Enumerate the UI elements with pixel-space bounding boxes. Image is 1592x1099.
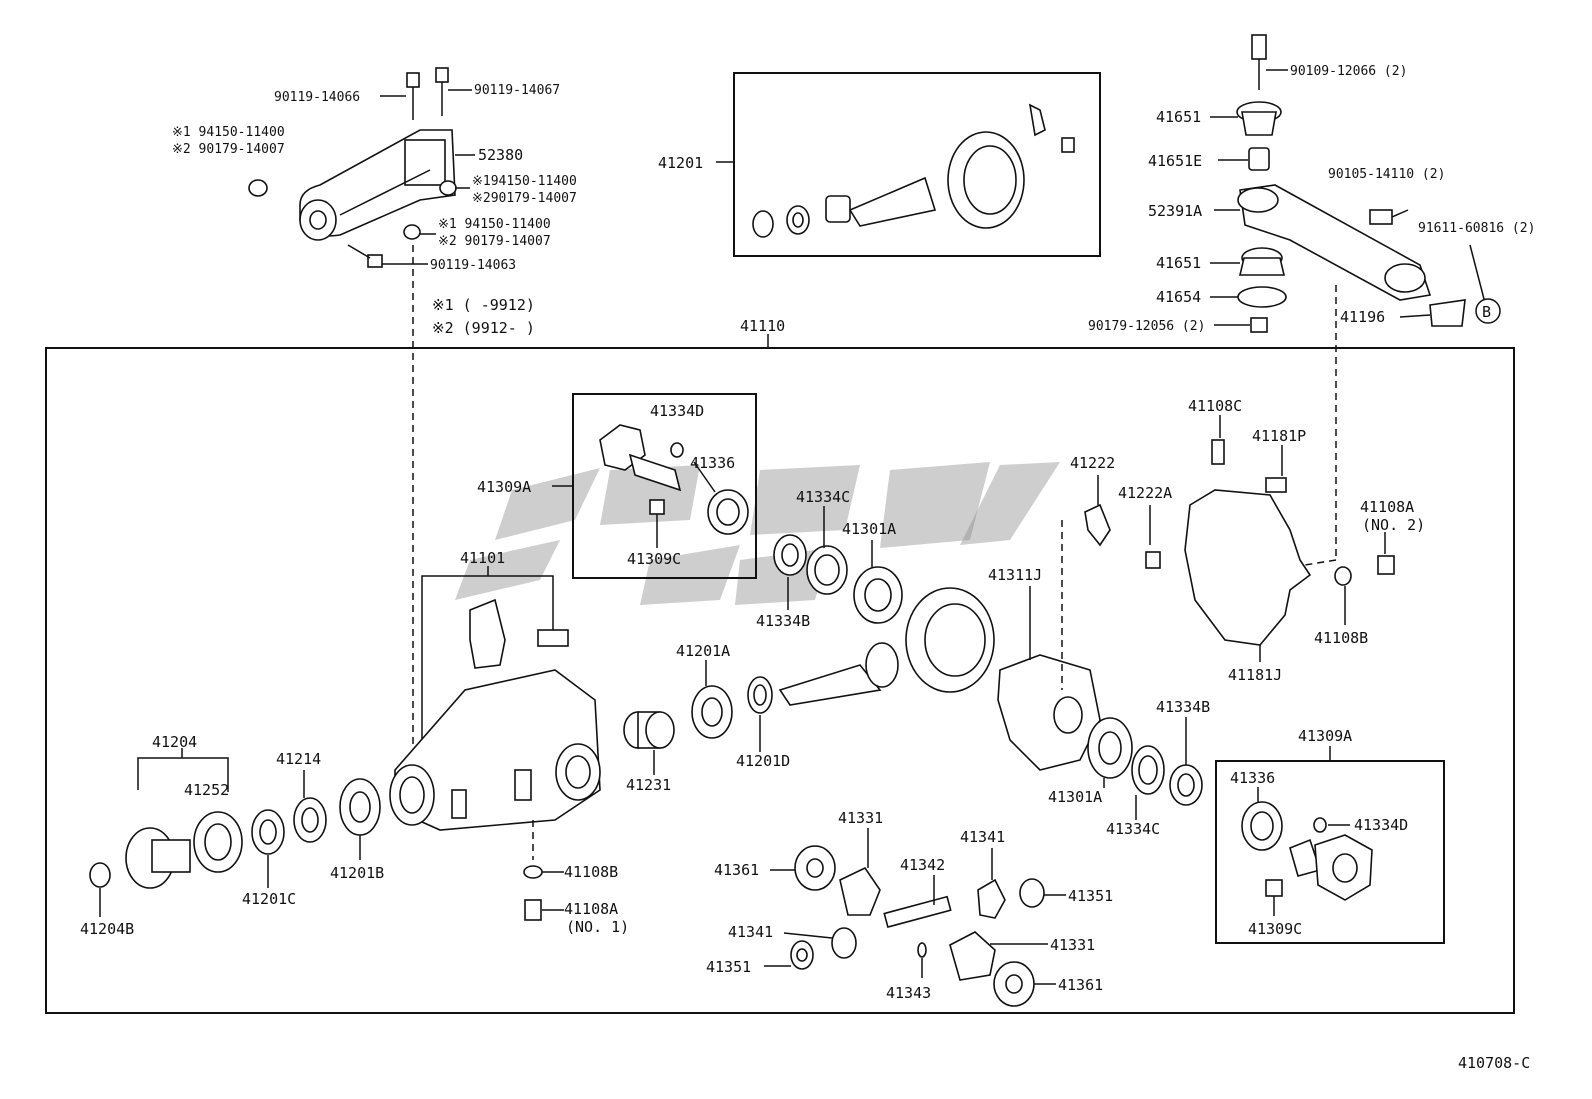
assembly-41110-frame — [45, 347, 1515, 1014]
callout-90119-14067: 90119-14067 — [474, 83, 560, 98]
callout-41108c: 41108C — [1188, 397, 1242, 415]
ring-pinion-kit-41201 — [716, 72, 1101, 257]
callout-no1: (NO. 1) — [566, 918, 629, 936]
callout-41196: 41196 — [1340, 308, 1385, 326]
callout-41341-right: 41341 — [960, 828, 1005, 846]
callout-41334d-top: 41334D — [650, 402, 704, 420]
diagram-id: 410708-C — [1458, 1054, 1530, 1072]
callout-41214: 41214 — [276, 750, 321, 768]
callout-41204b: 41204B — [80, 920, 134, 938]
legend-note-2: ※2 (9912- ) — [432, 319, 535, 337]
callout-90105-14110: 90105-14110 (2) — [1328, 167, 1445, 182]
differential-gears — [764, 828, 1066, 1007]
callout-41108b-bottom: 41108B — [564, 863, 618, 881]
callout-41336-bottom: 41336 — [1230, 769, 1275, 787]
callout-41331-bottom: 41331 — [1050, 936, 1095, 954]
legend-note-1: ※1 ( -9912) — [432, 296, 535, 314]
callout-41334c-bottom: 41334C — [1106, 820, 1160, 838]
callout-41651e: 41651E — [1148, 152, 1202, 170]
rear-cover-41181j — [1184, 415, 1395, 662]
callout-41334c-top: 41334C — [796, 488, 850, 506]
callout-41342: 41342 — [900, 856, 945, 874]
callout-41181p: 41181P — [1252, 427, 1306, 445]
front-support-group — [1210, 34, 1501, 566]
callout-41201d: 41201D — [736, 752, 790, 770]
callout-41201c: 41201C — [242, 890, 296, 908]
callout-90119-14066: 90119-14066 — [274, 90, 360, 105]
callout-41351-left: 41351 — [706, 958, 751, 976]
callout-41301a-top: 41301A — [842, 520, 896, 538]
callout-41331-top: 41331 — [838, 809, 883, 827]
callout-52380: 52380 — [478, 146, 523, 164]
callout-90179-12056: 90179-12056 (2) — [1088, 319, 1205, 334]
carrier-housing-41101 — [389, 566, 601, 921]
callout-alt-a1: ※1 94150-11400 — [172, 125, 285, 140]
callout-no2: (NO. 2) — [1362, 516, 1425, 534]
reference-b: B — [1482, 303, 1491, 321]
callout-41334b-top: 41334B — [756, 612, 810, 630]
callout-91611-60816: 91611-60816 (2) — [1418, 221, 1535, 236]
callout-alt-c2: ※2 90179-14007 — [438, 234, 551, 249]
callout-alt-b2: ※290179-14007 — [472, 191, 577, 206]
callout-90109-12066: 90109-12066 (2) — [1290, 64, 1407, 79]
callout-41309a-bottom: 41309A — [1298, 727, 1352, 745]
callout-alt-c1: ※1 94150-11400 — [438, 217, 551, 232]
callout-41361-left: 41361 — [714, 861, 759, 879]
callout-41334b-bottom: 41334B — [1156, 698, 1210, 716]
callout-41651-top: 41651 — [1156, 108, 1201, 126]
callout-41101: 41101 — [460, 549, 505, 567]
callout-alt-a2: ※2 90179-14007 — [172, 142, 285, 157]
callout-90119-14063: 90119-14063 — [430, 258, 516, 273]
callout-41222: 41222 — [1070, 454, 1115, 472]
callout-41651-bottom: 41651 — [1156, 254, 1201, 272]
callout-41351-right: 41351 — [1068, 887, 1113, 905]
callout-41341-left: 41341 — [728, 923, 773, 941]
callout-41309c-top: 41309C — [627, 550, 681, 568]
drive-pinion-parts — [623, 506, 903, 775]
rear-mount-bracket-group — [248, 67, 475, 760]
callout-41309c-bottom: 41309C — [1248, 920, 1302, 938]
callout-52391a: 52391A — [1148, 202, 1202, 220]
flange-kit-41309a-bottom — [1215, 746, 1445, 944]
callout-41201: 41201 — [658, 154, 703, 172]
callout-41201b: 41201B — [330, 864, 384, 882]
callout-alt-b1: ※194150-11400 — [472, 174, 577, 189]
callout-41654: 41654 — [1156, 288, 1201, 306]
callout-41361-right: 41361 — [1058, 976, 1103, 994]
callout-41222a: 41222A — [1118, 484, 1172, 502]
callout-41336-top: 41336 — [690, 454, 735, 472]
ring-gear-differential — [905, 475, 1203, 820]
callout-41201a: 41201A — [676, 642, 730, 660]
callout-41252: 41252 — [184, 781, 229, 799]
watermark-logo — [455, 462, 1060, 605]
callout-41204: 41204 — [152, 733, 197, 751]
callout-41108a-no1: 41108A — [564, 900, 618, 918]
callout-41311j: 41311J — [988, 566, 1042, 584]
callout-41301a-bottom: 41301A — [1048, 788, 1102, 806]
callout-41110: 41110 — [740, 317, 785, 335]
flange-kit-41309a-top — [552, 393, 757, 579]
callout-41343: 41343 — [886, 984, 931, 1002]
callout-41181j: 41181J — [1228, 666, 1282, 684]
callout-41334d-bottom: 41334D — [1354, 816, 1408, 834]
pinion-flange-parts — [89, 748, 381, 917]
callout-41231: 41231 — [626, 776, 671, 794]
callout-41108a-no2: 41108A — [1360, 498, 1414, 516]
callout-41108b-right: 41108B — [1314, 629, 1368, 647]
callout-41309a-top: 41309A — [477, 478, 531, 496]
